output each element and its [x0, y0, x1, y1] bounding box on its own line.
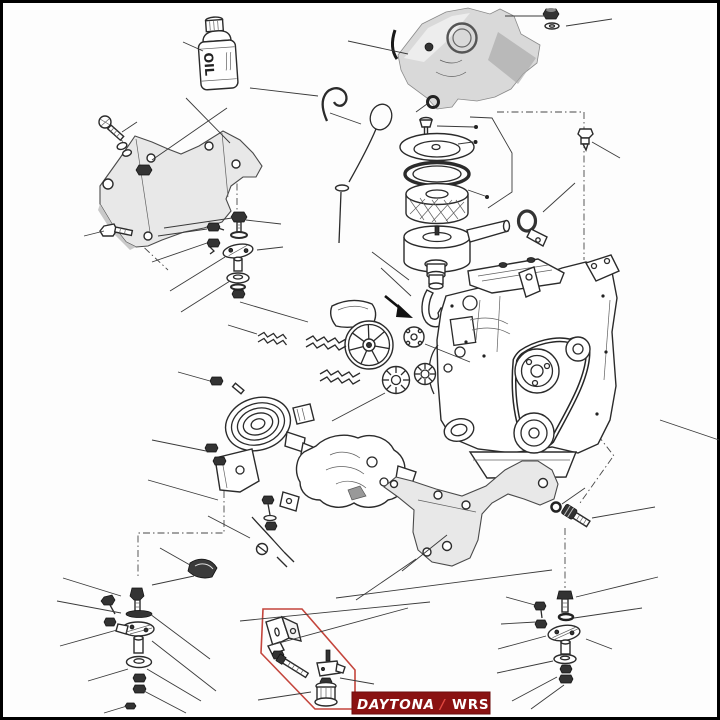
lifting-hook	[321, 87, 348, 122]
ribbed-hoses	[257, 331, 361, 385]
logo-brand: DAYTONA	[357, 697, 435, 713]
oil-dipstick	[334, 103, 393, 244]
bracket-nut	[135, 164, 153, 176]
air-filter-housing	[403, 219, 511, 273]
logo-suffix: WRS	[452, 697, 489, 713]
buffer-kit-bolt	[275, 653, 310, 679]
air-filter-element	[405, 182, 469, 225]
bracket-bolt	[98, 115, 133, 157]
gearbox-bolt-stack	[261, 495, 278, 531]
highlight-kit	[260, 608, 356, 710]
engine-mount-rear-right	[533, 590, 581, 684]
front-engine-bracket	[98, 130, 263, 250]
buffer-kit-stud-plate	[316, 649, 346, 677]
crankshaft-pulley	[513, 412, 555, 454]
air-filter-seal-ring	[403, 160, 471, 188]
front-engine-mount	[206, 211, 254, 299]
clevis-rod	[251, 516, 295, 568]
brand-logo: DAYTONA / WRS	[351, 691, 491, 715]
direction-arrow	[384, 294, 413, 318]
bracket-bolt-lower	[99, 223, 134, 237]
belt-idler	[565, 336, 591, 362]
rubber-grommet	[426, 95, 440, 109]
cover-stud	[424, 42, 434, 52]
gearbox-assembly	[204, 376, 417, 568]
gearbox-bracket	[214, 448, 260, 493]
buffer-kit-rubber-mount	[314, 677, 338, 707]
rear-engine-bracket	[383, 460, 559, 567]
leader-lines	[56, 15, 720, 714]
engine-mount-rear-left	[100, 587, 155, 710]
mount-side-bolt	[206, 222, 221, 232]
rear-bracket-bolt	[550, 501, 591, 528]
cylinder-head-cover	[391, 7, 541, 110]
logo-separator: /	[438, 697, 446, 713]
banjo-fitting	[577, 128, 594, 152]
water-pump-pulley	[514, 348, 560, 394]
gearbox-pulley	[224, 396, 292, 452]
shaft-flange	[403, 326, 425, 348]
fan-wheel	[329, 299, 394, 370]
air-filter-wing-bolt	[419, 116, 433, 136]
cover-washer	[544, 22, 560, 30]
engine-unit	[428, 254, 620, 479]
retaining-clip	[187, 558, 218, 579]
hose-clamp	[516, 209, 548, 247]
oil-bottle: OIL	[197, 16, 239, 91]
oil-bottle-label: OIL	[201, 52, 218, 76]
logo-banner	[351, 691, 491, 715]
mount-side-nut	[206, 238, 221, 248]
air-filter-cover	[399, 132, 475, 162]
starter-motor	[443, 417, 475, 443]
cover-nut	[542, 8, 560, 20]
air-filter-neck	[424, 259, 448, 290]
buffer-kit-bracket	[265, 615, 302, 655]
flexible-coupling	[381, 362, 437, 395]
